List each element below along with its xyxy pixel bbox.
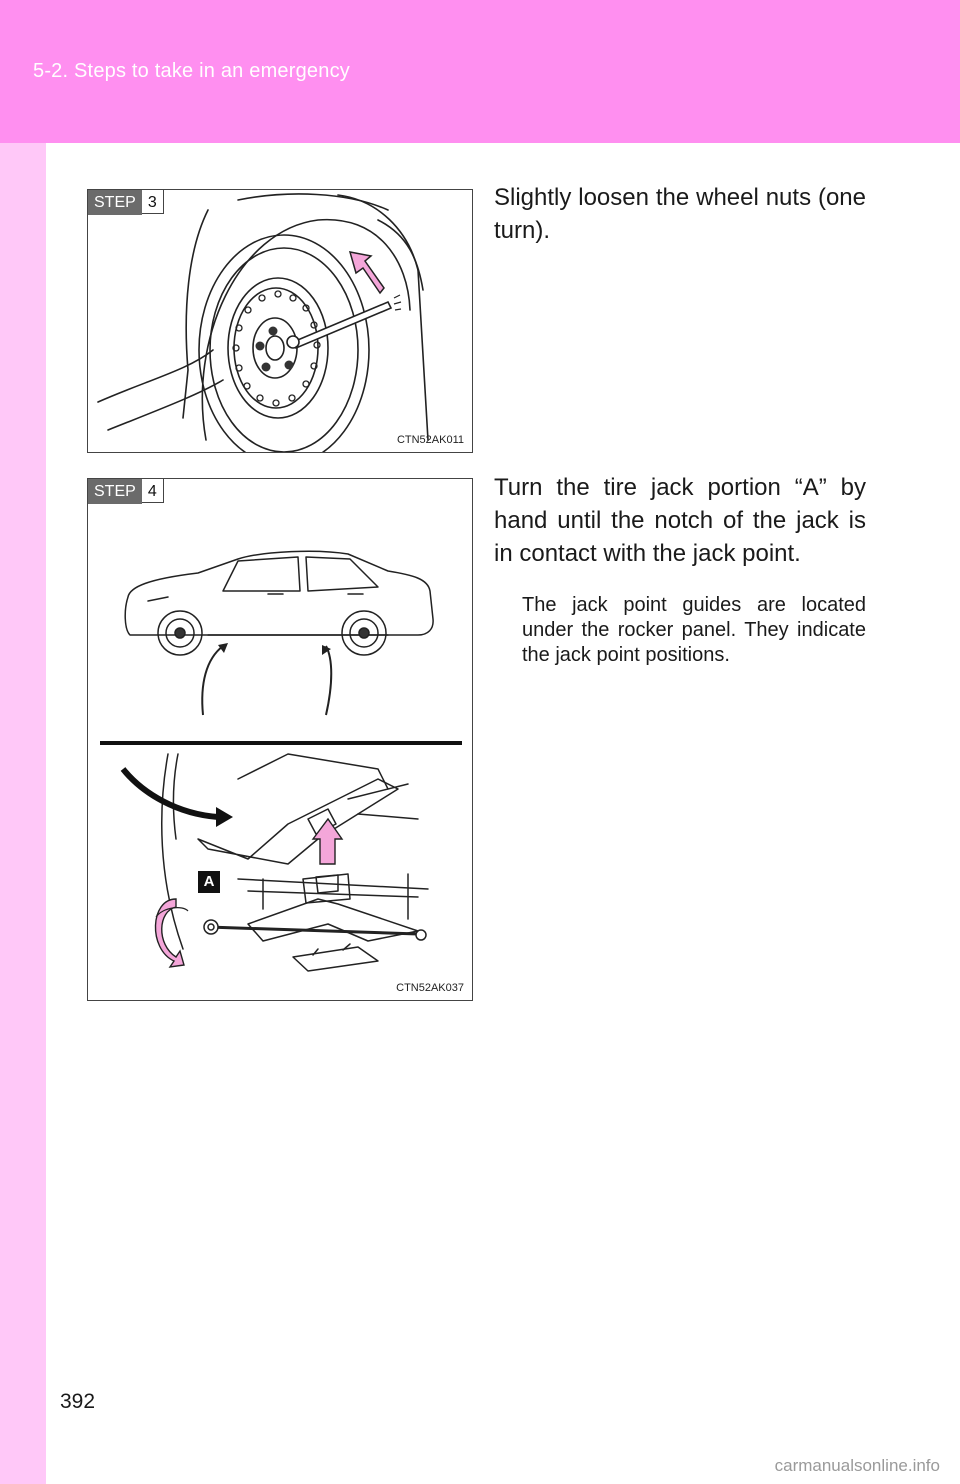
wheel-illustration bbox=[97, 193, 429, 452]
step-word: STEP bbox=[88, 190, 142, 215]
figure-step-3: STEP 3 CTN52AK011 bbox=[87, 189, 473, 453]
figure-code: CTN52AK011 bbox=[396, 434, 464, 446]
step-word: STEP bbox=[88, 479, 142, 504]
section-title: 5-2. Steps to take in an emergency bbox=[33, 60, 350, 82]
watermark: carmanualsonline.info bbox=[774, 1456, 940, 1475]
figure-step-4: STEP 4 A CTN52AK037 bbox=[87, 478, 473, 1001]
step-3-text: Slightly loosen the wheel nuts (one turn… bbox=[494, 184, 866, 244]
step-3-label: STEP 3 bbox=[88, 190, 164, 215]
step-number: 4 bbox=[141, 479, 164, 503]
callout-label-a: A bbox=[198, 871, 220, 893]
jack-illustration bbox=[100, 550, 462, 972]
header-band bbox=[0, 0, 960, 143]
side-band bbox=[0, 143, 46, 1484]
step-4-text: Turn the tire jack portion “A” by hand u… bbox=[494, 474, 866, 567]
step-4-label: STEP 4 bbox=[88, 479, 164, 504]
step-number: 3 bbox=[141, 190, 164, 214]
figure-code: CTN52AK037 bbox=[396, 982, 464, 994]
page-number: 392 bbox=[60, 1390, 96, 1413]
step-4-note: The jack point guides are located under … bbox=[522, 594, 866, 666]
